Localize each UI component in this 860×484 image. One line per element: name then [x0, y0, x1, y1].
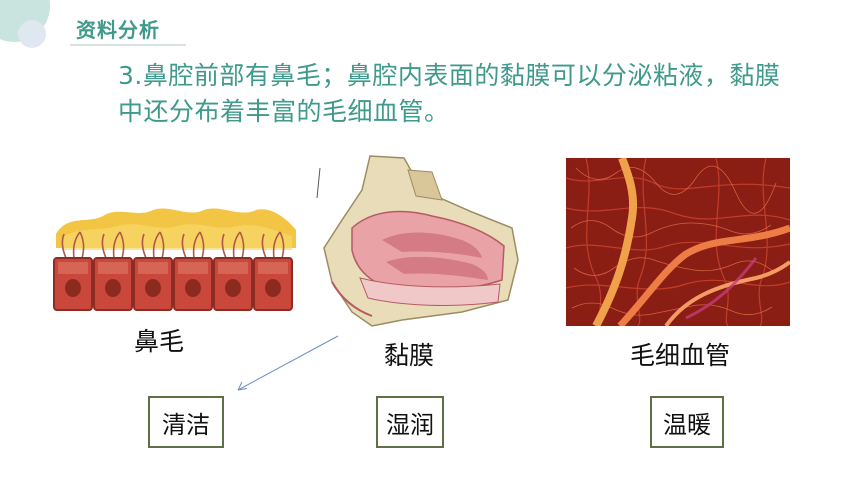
body-paragraph: 3.鼻腔前部有鼻毛；鼻腔内表面的黏膜可以分泌粘液，黏膜中还分布着丰富的毛细血管。: [118, 61, 781, 126]
capillary-label: 毛细血管: [630, 341, 731, 370]
nasal-hair-cells-image: [48, 196, 298, 316]
nasal-hair-label: 鼻毛: [134, 327, 185, 356]
function-box-clean: 清洁: [148, 396, 224, 448]
decor-circle-small: [18, 20, 46, 48]
function-warm-text: 温暖: [663, 410, 711, 439]
nasal-cavity-section-image: [312, 150, 522, 332]
function-box-warm: 温暖: [650, 396, 724, 448]
function-box-moisten: 湿润: [376, 396, 444, 448]
pointer-arrow: [237, 335, 339, 391]
function-clean-text: 清洁: [162, 410, 210, 439]
mucosa-label: 黏膜: [384, 341, 435, 370]
title-underline: [70, 44, 186, 46]
capillaries-image: [566, 158, 790, 326]
section-title: 资料分析: [76, 18, 160, 42]
function-moisten-text: 湿润: [386, 410, 434, 439]
